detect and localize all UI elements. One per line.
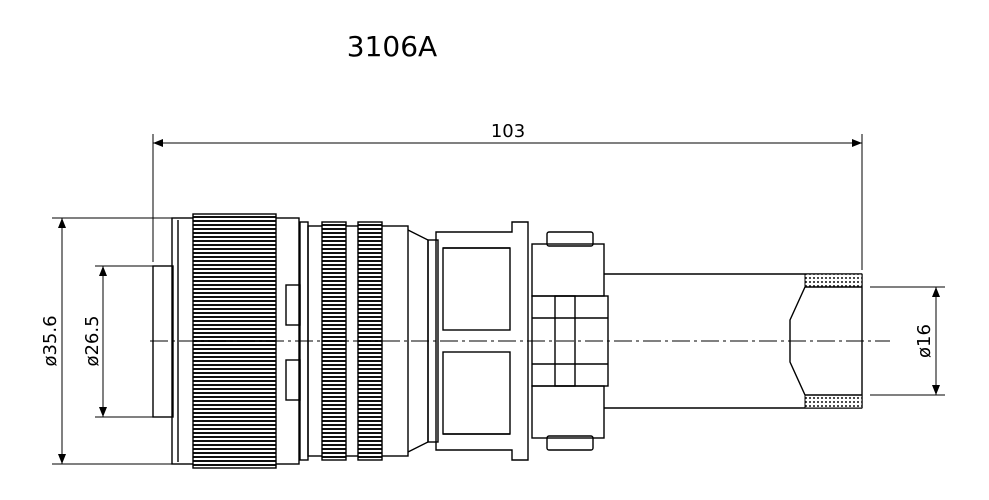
knurled-band <box>192 213 277 469</box>
cable-diameter-dimension: ø16 <box>870 286 945 396</box>
drawing-title: 3106A <box>347 30 437 63</box>
outer-diameter-dimension: ø35.6 <box>40 217 172 465</box>
back-shell <box>435 221 529 461</box>
cable <box>604 273 863 409</box>
connector-body <box>150 213 890 469</box>
outer-diameter-label: ø35.6 <box>40 315 61 366</box>
tab-upper <box>285 284 301 326</box>
overall-length-dimension: 103 <box>152 121 863 270</box>
overall-length-label: 103 <box>491 121 525 142</box>
inner-diameter-label: ø26.5 <box>82 315 103 366</box>
tab-lower <box>285 359 301 401</box>
inner-diameter-dimension: ø26.5 <box>82 265 153 418</box>
cable-diameter-label: ø16 <box>914 324 935 358</box>
